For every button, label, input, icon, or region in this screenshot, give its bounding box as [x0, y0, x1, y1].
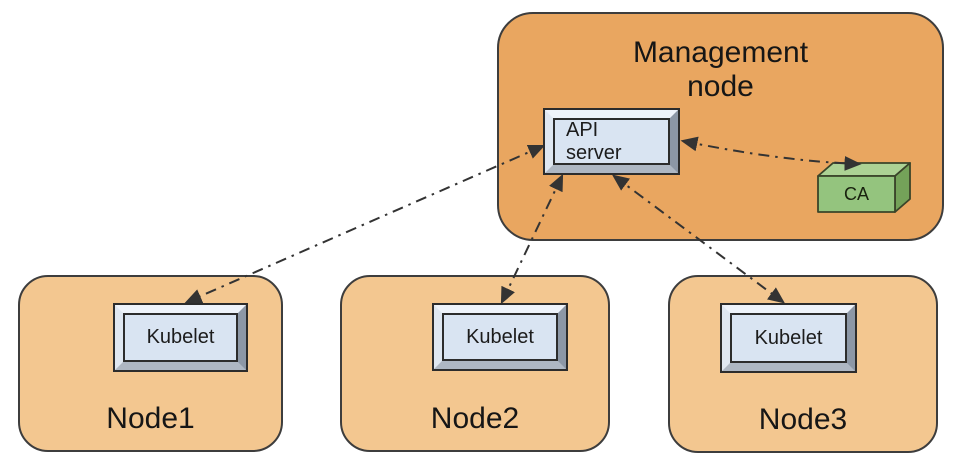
- kubelet-box-node1: Kubelet: [113, 303, 248, 372]
- kubelet-box-node2: Kubelet: [432, 303, 568, 371]
- management-node-label: Management node: [632, 36, 809, 103]
- api-server-box: API server: [543, 108, 680, 175]
- node1-label: Node1: [106, 402, 195, 435]
- kubelet-label-node2: Kubelet: [442, 313, 558, 361]
- kubelet-box-node3: Kubelet: [720, 303, 857, 373]
- ca-label: CA: [843, 183, 869, 204]
- api-server-label: API server: [553, 118, 670, 165]
- node3-label: Node3: [758, 403, 848, 436]
- kubelet-label-node3: Kubelet: [730, 313, 847, 363]
- kubelet-label-node1: Kubelet: [123, 313, 238, 362]
- node2-label: Node2: [430, 402, 520, 435]
